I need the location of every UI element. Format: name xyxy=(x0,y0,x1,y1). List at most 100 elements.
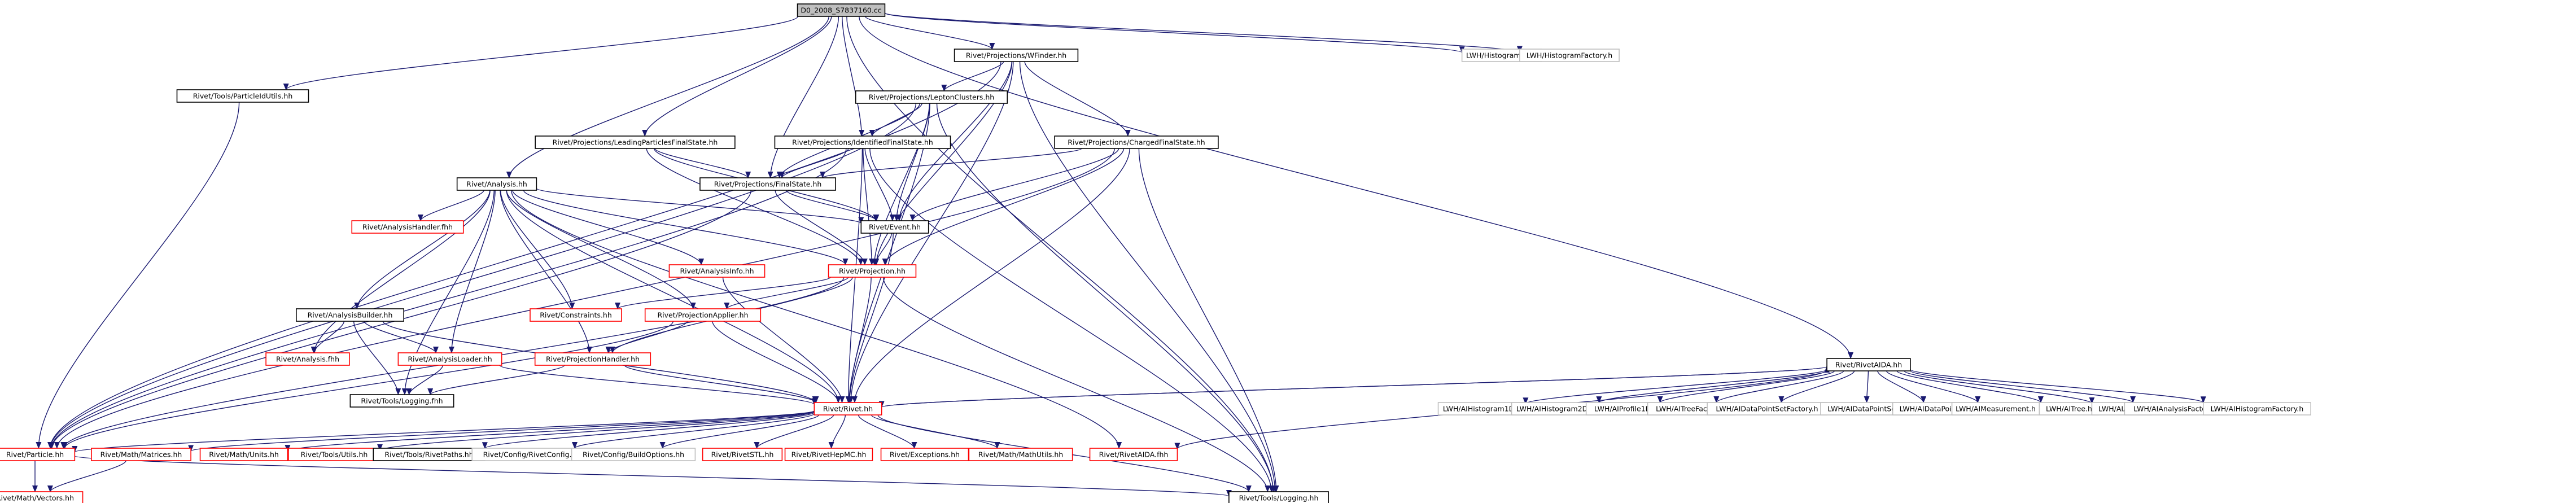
node-event[interactable]: Rivet/Event.hh xyxy=(860,220,929,234)
edge-raida-to-aiaf xyxy=(1910,370,2136,403)
node-rconfig[interactable]: Rivet/Config/RivetConfig.hh xyxy=(471,448,592,461)
node-box xyxy=(1228,491,1329,503)
node-rivethh[interactable]: Rivet/Rivet.hh xyxy=(814,402,882,415)
edge-analysis-to-phandler xyxy=(500,190,592,353)
node-label: Rivet/Tools/Logging.fhh xyxy=(361,397,443,405)
edge-ifs-to-projection xyxy=(863,148,875,265)
node-logging[interactable]: Rivet/Tools/Logging.hh xyxy=(1228,491,1329,503)
node-particle[interactable]: Rivet/Particle.hh xyxy=(0,448,76,461)
node-label: Rivet/AnalysisHandler.fhh xyxy=(362,223,453,231)
node-label: Rivet/Math/MathUtils.hh xyxy=(978,450,1063,459)
node-label: Rivet/Config/RivetConfig.hh xyxy=(483,450,581,459)
node-pputils[interactable]: Rivet/Tools/ParticleIdUtils.hh xyxy=(176,89,309,103)
node-label: Rivet/ProjectionApplier.hh xyxy=(657,311,748,320)
node-exc[interactable]: Rivet/Exceptions.hh xyxy=(880,448,969,461)
edge-projection-to-papplier xyxy=(724,277,849,309)
node-label: LWH/AIProfile1D.h xyxy=(1594,405,1657,413)
node-fs[interactable]: Rivet/Projections/FinalState.hh xyxy=(699,177,836,191)
edge-raida-to-rivethh xyxy=(879,366,1827,408)
node-constraints[interactable]: Rivet/Constraints.hh xyxy=(530,308,622,322)
node-box xyxy=(0,448,76,461)
node-wfinder[interactable]: Rivet/Projections/WFinder.hh xyxy=(954,49,1079,62)
node-box xyxy=(295,308,404,322)
edge-leptonclusters-to-projection xyxy=(871,103,930,265)
edge-rivethh-to-exc xyxy=(858,414,917,449)
edge-analysis-to-afhh xyxy=(311,190,491,353)
edge-raida-to-aihf xyxy=(1910,369,2206,404)
node-box xyxy=(265,352,350,366)
node-cfs[interactable]: Rivet/Projections/ChargedFinalState.hh xyxy=(1054,135,1219,149)
edge-analysis-to-ahfhh xyxy=(417,190,484,221)
node-lwh_hf[interactable]: LWH/HistogramFactory.h xyxy=(1519,49,1620,62)
edge-wfinder-to-cfs xyxy=(1024,61,1131,137)
node-label: Rivet/Math/Vectors.hh xyxy=(0,494,74,502)
node-raida[interactable]: Rivet/RivetAIDA.hh xyxy=(1826,358,1911,371)
node-root[interactable]: D0_2008_S7837160.cc xyxy=(797,3,886,17)
node-box xyxy=(176,89,309,103)
node-afhh[interactable]: Rivet/Analysis.fhh xyxy=(265,352,350,366)
node-hepmc[interactable]: Rivet/RivetHepMC.hh xyxy=(784,448,873,461)
node-abuilder[interactable]: Rivet/AnalysisBuilder.hh xyxy=(295,308,404,322)
edge-root-to-raida xyxy=(859,16,1853,359)
node-logfhh[interactable]: Rivet/Tools/Logging.fhh xyxy=(349,394,454,408)
node-phandler[interactable]: Rivet/ProjectionHandler.hh xyxy=(534,352,651,366)
edge-cfs-to-rivethh xyxy=(851,148,1130,403)
node-aiaf[interactable]: LWH/AIAnalysisFactory.h xyxy=(2124,402,2229,415)
node-units[interactable]: Rivet/Math/Units.hh xyxy=(199,448,288,461)
node-label: Rivet/Math/Matrices.hh xyxy=(100,450,182,459)
node-aip1d[interactable]: LWH/AIProfile1D.h xyxy=(1585,402,1667,415)
node-aidpsf[interactable]: LWH/AIDataPointSetFactory.h xyxy=(1707,402,1827,415)
edge-rivethh-to-tutils xyxy=(377,411,815,451)
node-paths[interactable]: Rivet/Tools/RivetPaths.hh xyxy=(373,448,486,461)
node-label: Rivet/Event.hh xyxy=(869,223,921,231)
node-matrices[interactable]: Rivet/Math/Matrices.hh xyxy=(91,448,191,461)
edge-root-to-lpfs xyxy=(642,16,832,137)
edge-particle-to-logging xyxy=(74,455,1231,497)
node-aihf[interactable]: LWH/AIHistogramFactory.h xyxy=(2203,402,2312,415)
node-ahfhh[interactable]: Rivet/AnalysisHandler.fhh xyxy=(351,220,464,234)
node-analysis[interactable]: Rivet/Analysis.hh xyxy=(456,177,537,191)
edge-raida-to-aidp xyxy=(1877,370,1927,403)
edge-analysis-to-ainfo xyxy=(512,190,704,265)
edge-aloader-to-rivethh xyxy=(499,365,817,405)
node-aimeas[interactable]: LWH/AIMeasurement.h xyxy=(1951,402,2040,415)
node-box xyxy=(814,402,882,415)
node-label: Rivet/AnalysisBuilder.hh xyxy=(308,311,393,320)
node-leptonclusters[interactable]: Rivet/Projections/LeptonClusters.hh xyxy=(855,90,1008,104)
node-ifs[interactable]: Rivet/Projections/IdentifiedFinalState.h… xyxy=(774,135,951,149)
node-raidafhh[interactable]: Rivet/RivetAIDA.fhh xyxy=(1089,448,1178,461)
node-aih2d[interactable]: LWH/AIHistogram2D.h xyxy=(1511,402,1600,415)
node-papplier[interactable]: Rivet/ProjectionApplier.hh xyxy=(644,308,762,322)
edge-root-to-wfinder xyxy=(864,16,995,50)
node-label: Rivet/Particle.hh xyxy=(6,450,64,459)
node-label: LWH/AIDataPoint.h xyxy=(1900,405,1966,413)
node-ainfo[interactable]: Rivet/AnalysisInfo.hh xyxy=(668,264,766,278)
node-layer: D0_2008_S7837160.ccRivet/Projections/WFi… xyxy=(0,3,2312,503)
edge-rivethh-to-units xyxy=(285,410,815,452)
node-aitree[interactable]: LWH/AITree.h xyxy=(2039,402,2100,415)
node-box xyxy=(702,448,783,461)
node-lpfs[interactable]: Rivet/Projections/LeadingParticlesFinalS… xyxy=(535,135,736,149)
node-box xyxy=(2203,402,2312,415)
node-mathutils[interactable]: Rivet/Math/MathUtils.hh xyxy=(968,448,1073,461)
node-label: Rivet/Analysis.fhh xyxy=(276,355,339,364)
node-box xyxy=(351,220,464,234)
edge-raida-to-aimeas xyxy=(1886,370,1981,403)
node-stl[interactable]: Rivet/RivetSTL.hh xyxy=(702,448,783,461)
node-vectors[interactable]: Rivet/Math/Vectors.hh xyxy=(0,491,84,503)
node-bopts[interactable]: Rivet/Config/BuildOptions.hh xyxy=(571,448,696,461)
node-projection[interactable]: Rivet/Projection.hh xyxy=(828,264,917,278)
node-box xyxy=(797,3,886,17)
edge-rivethh-to-stl xyxy=(754,414,834,449)
node-tutils[interactable]: Rivet/Tools/Utils.hh xyxy=(288,448,381,461)
node-box xyxy=(1519,49,1620,62)
edge-ifs-to-logging xyxy=(869,148,1275,492)
node-label: Rivet/Projection.hh xyxy=(839,267,906,275)
edge-projection-to-rivethh xyxy=(846,277,872,403)
node-box xyxy=(644,308,762,322)
node-box xyxy=(530,308,622,322)
edge-rivethh-to-hepmc xyxy=(828,414,846,449)
node-label: LWH/AITree.h xyxy=(2046,405,2092,413)
edge-root-to-lwh_h1d xyxy=(884,12,1465,54)
node-aloader[interactable]: Rivet/AnalysisLoader.hh xyxy=(397,352,502,366)
